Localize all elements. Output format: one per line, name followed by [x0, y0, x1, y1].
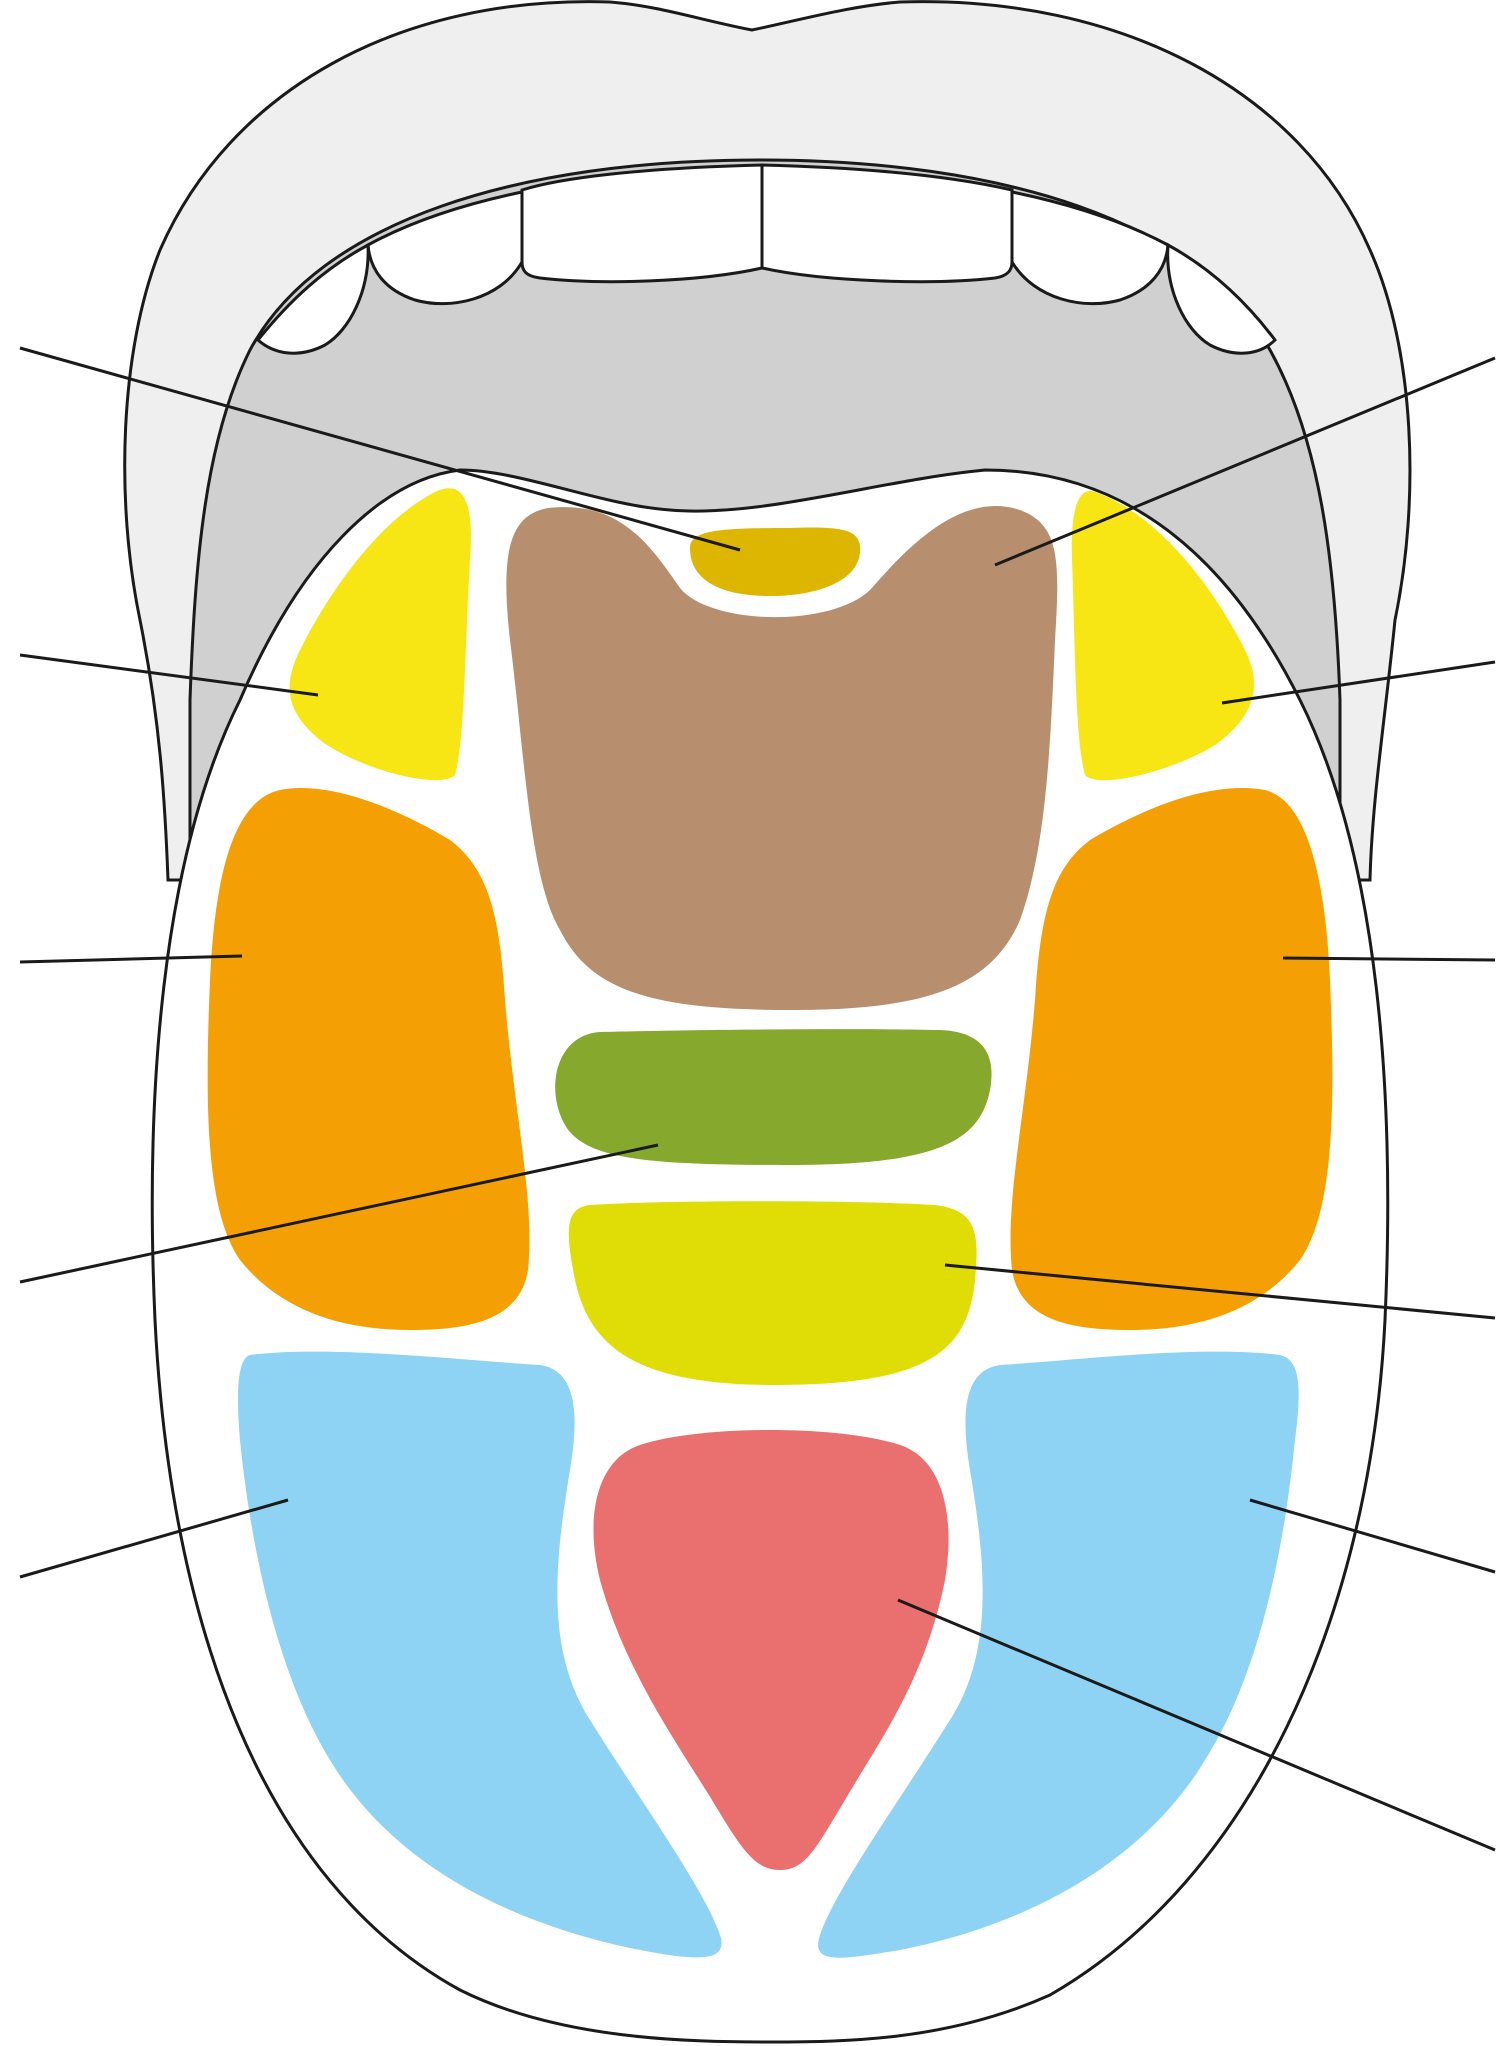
lower-center-zone — [569, 1201, 977, 1385]
taste-zones — [208, 488, 1333, 1958]
leader-line-right-side — [1283, 958, 1495, 960]
tooth — [522, 165, 762, 282]
center-zone — [555, 1029, 991, 1165]
tooth — [762, 165, 1012, 282]
